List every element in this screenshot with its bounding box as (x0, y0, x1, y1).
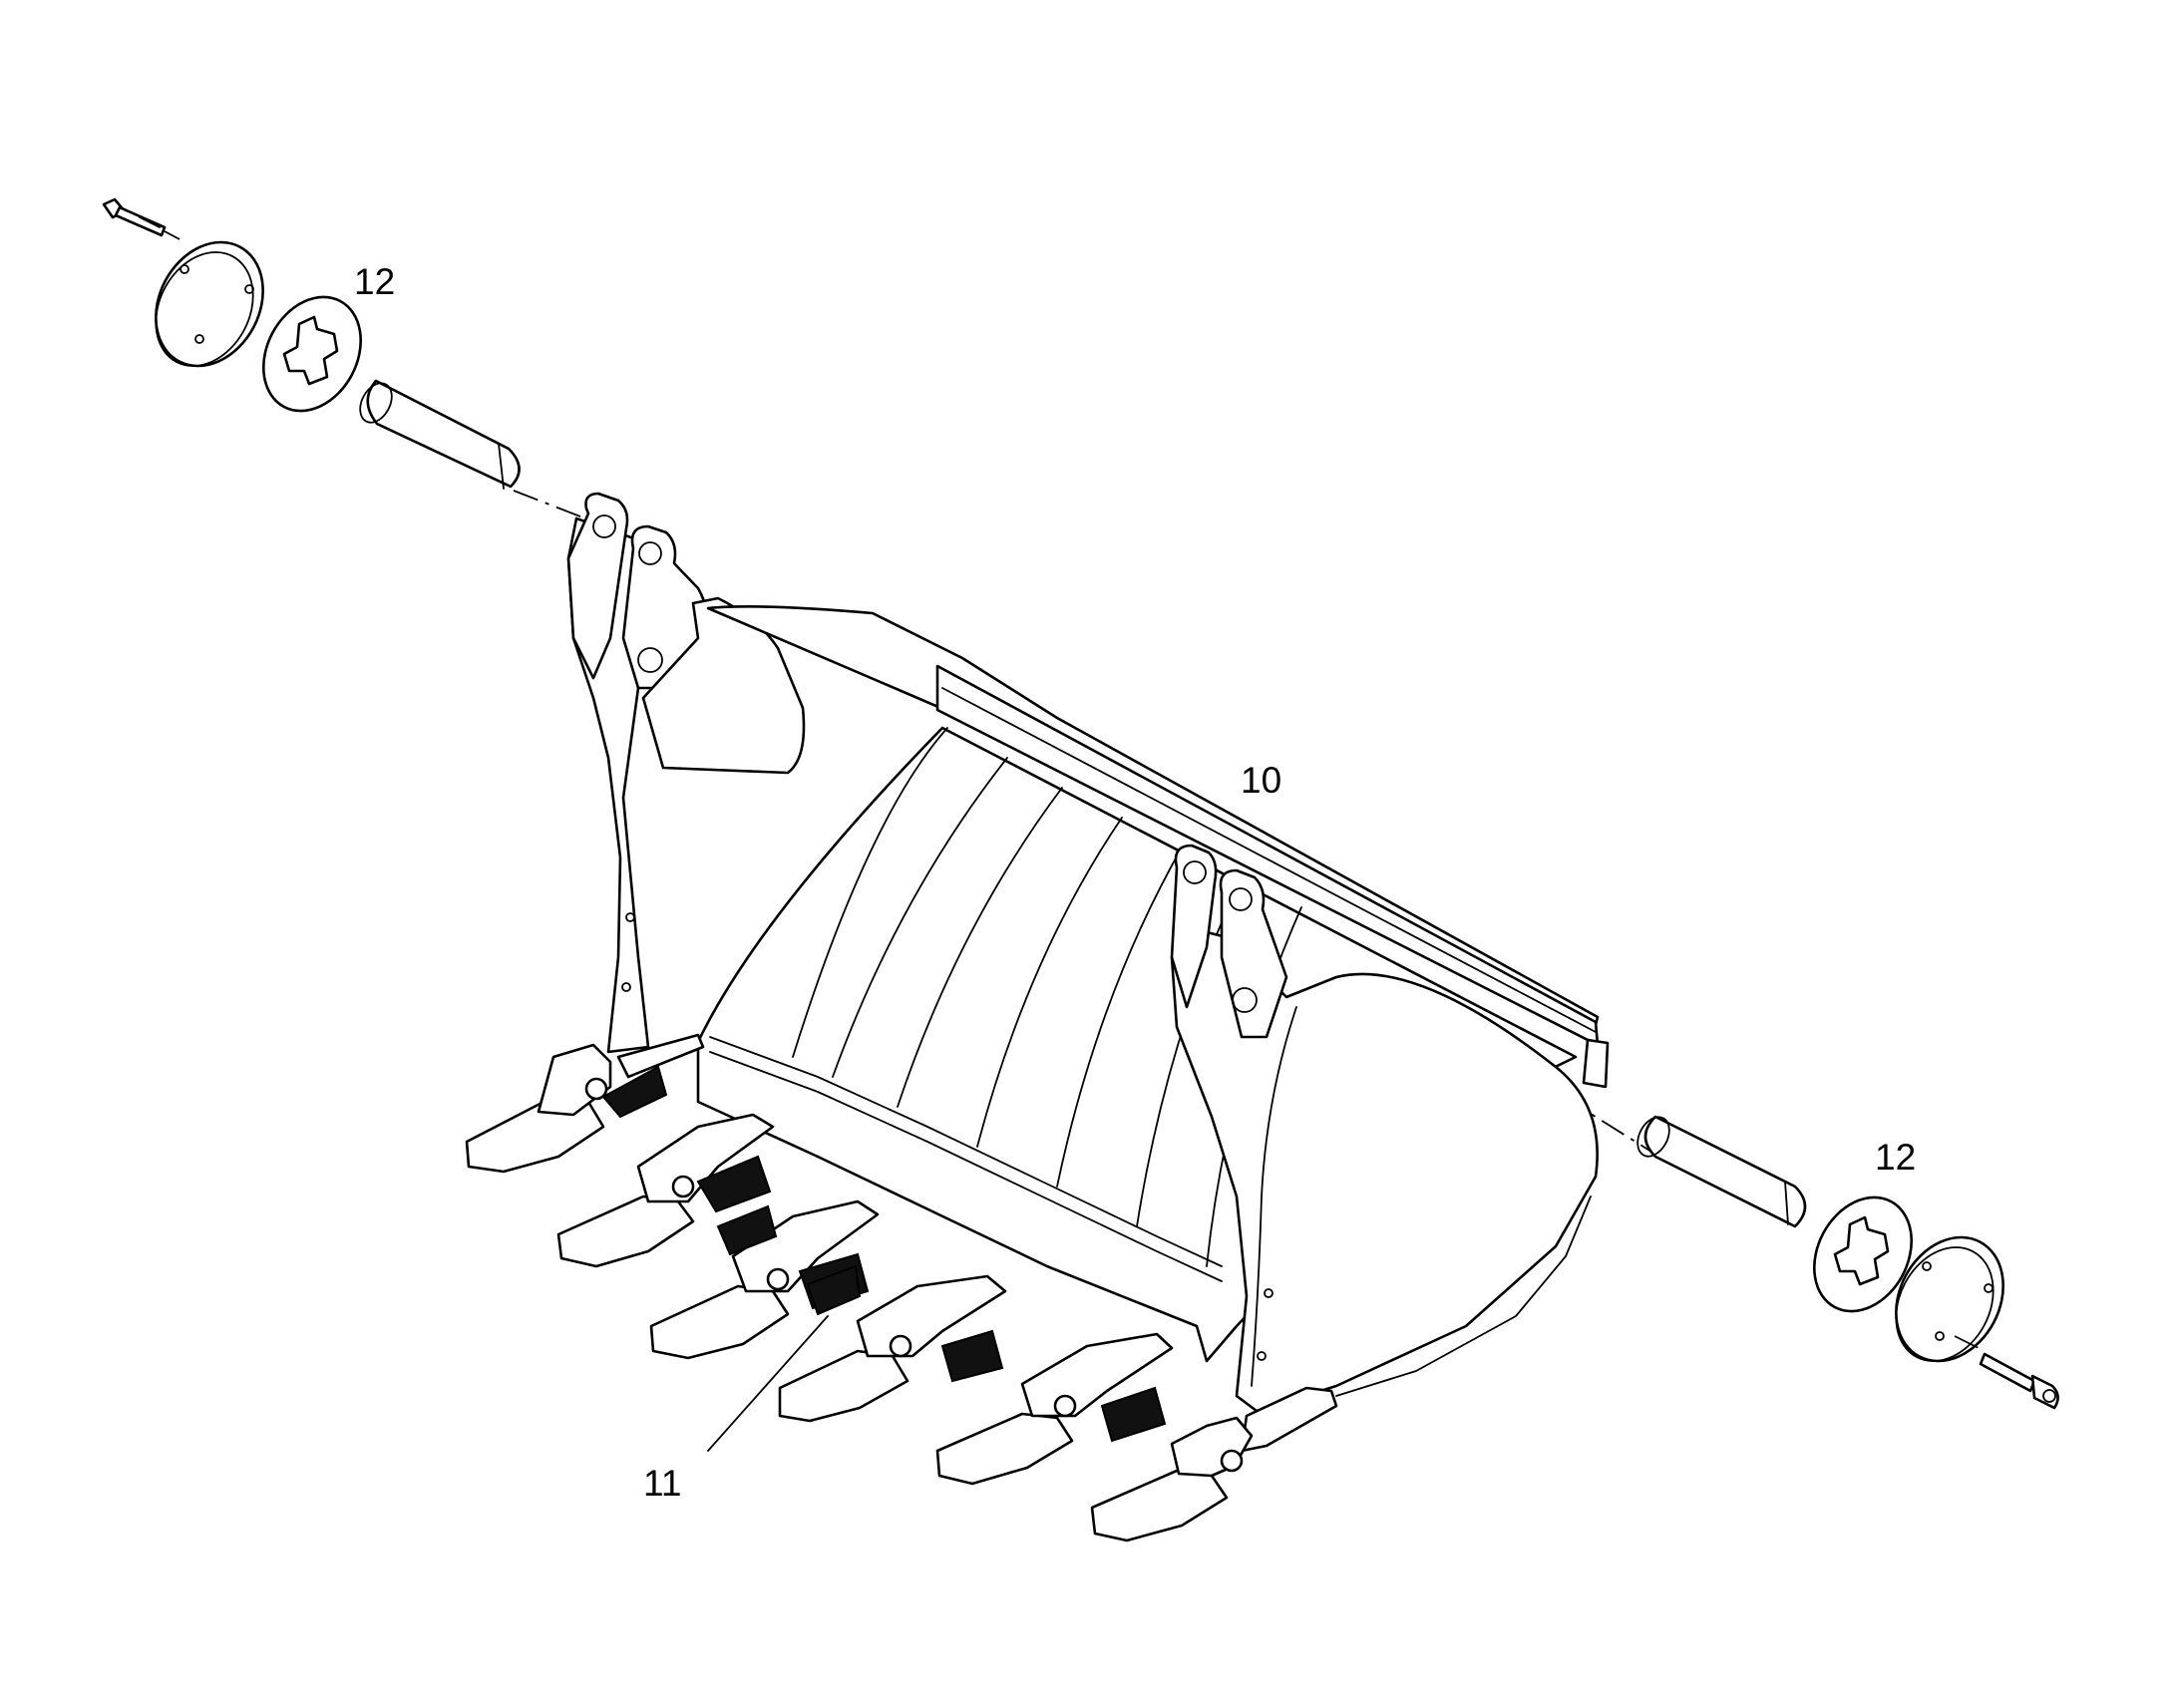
left-retainer-ring (261, 295, 363, 413)
bucket-left-mount-ear (566, 492, 629, 680)
bucket (566, 492, 1610, 1453)
left-ear-hole-b (638, 541, 662, 565)
tooth (935, 1329, 1174, 1486)
right-pin-assembly (1636, 1115, 2059, 1410)
bucket-right-mount-ear-a (1170, 844, 1218, 1009)
tooth (556, 1113, 775, 1268)
left-bolt (102, 197, 181, 240)
bucket-left-lip (616, 1033, 705, 1079)
right-ear-hole-c (1232, 987, 1258, 1013)
bucket-right-mount-ear-b (1219, 868, 1288, 1039)
tooth (1090, 1386, 1254, 1542)
left-pin (359, 379, 521, 490)
left-ear-hole-c (637, 647, 663, 673)
left-cover-plate (155, 240, 264, 368)
right-ear-hole-b (1229, 887, 1253, 911)
callout-bucket: 10 (1241, 760, 1281, 801)
left-ear-hole-a (592, 514, 616, 538)
callout-teeth: 11 (643, 1463, 681, 1504)
callout-retainer-left: 12 (354, 261, 395, 302)
right-ear-hole-a (1183, 860, 1207, 884)
bucket-teeth (465, 1043, 1254, 1542)
right-pin (1636, 1115, 1807, 1228)
bucket-beam-end-cap (1582, 1038, 1610, 1089)
tooth (778, 1274, 1007, 1423)
right-bolt (1954, 1335, 2059, 1410)
tooth (465, 1043, 668, 1174)
right-cover-plate (1895, 1235, 2004, 1363)
left-pin-assembly (102, 197, 521, 490)
right-retainer-ring (1812, 1196, 1914, 1313)
teeth-leader-line (707, 1315, 829, 1452)
callout-retainer-right: 12 (1875, 1137, 1916, 1178)
